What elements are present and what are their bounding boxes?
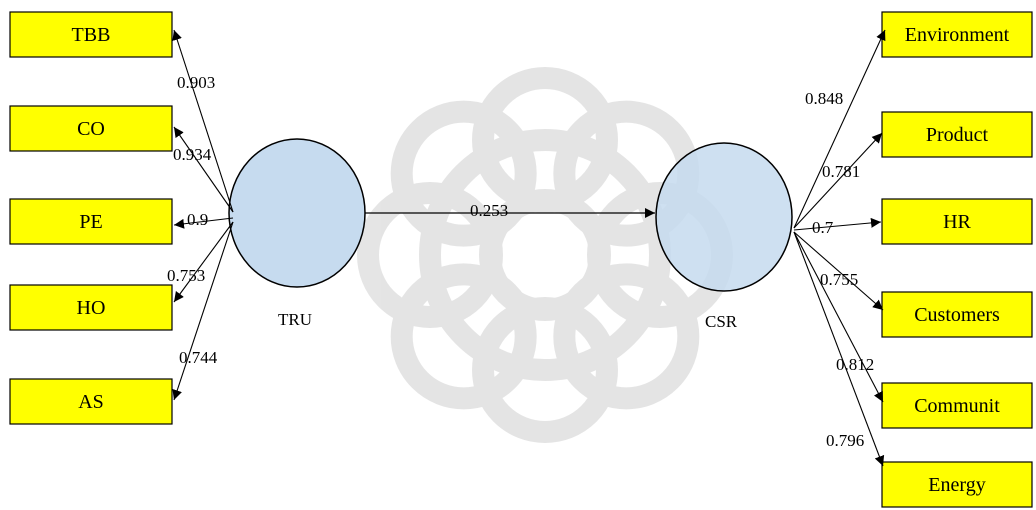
- tru-label: TRU: [278, 310, 312, 329]
- arrow-csr-environment: [793, 29, 886, 229]
- arrow-csr-hr: [793, 217, 882, 231]
- loading-environment: 0.848: [805, 89, 843, 108]
- indicator-energy: Energy: [881, 461, 1033, 508]
- watermark-petal: [390, 100, 537, 247]
- indicator-energy-label: Energy: [928, 474, 985, 496]
- arrow-csr-energy: [793, 231, 885, 467]
- watermark-petal: [390, 263, 537, 410]
- arrow-tru-pe: [173, 217, 234, 229]
- right-loading-arrows: [793, 29, 886, 467]
- indicator-as: AS: [9, 378, 173, 425]
- arrow-tru-tbb: [172, 29, 234, 213]
- indicator-co-label: CO: [77, 118, 105, 140]
- latent-node-tru: TRU: [228, 138, 366, 329]
- indicator-environment: Environment: [881, 11, 1033, 58]
- watermark-petal: [357, 182, 503, 328]
- loading-as: 0.744: [179, 348, 218, 367]
- csr-ellipse: [655, 142, 793, 292]
- loading-pe: 0.9: [187, 210, 208, 229]
- indicator-product-label: Product: [926, 124, 989, 146]
- loading-hr: 0.7: [812, 218, 834, 237]
- watermark-petal: [472, 67, 618, 213]
- loading-co: 0.934: [173, 145, 212, 164]
- indicator-customers: Customers: [881, 291, 1033, 338]
- arrow-csr-customers: [793, 231, 884, 311]
- loading-customers: 0.755: [820, 270, 858, 289]
- indicator-as-label: AS: [78, 391, 104, 413]
- indicator-pe-label: PE: [79, 211, 102, 233]
- indicator-communit-label: Communit: [914, 395, 1000, 417]
- loading-ho: 0.753: [167, 266, 205, 285]
- csr-label: CSR: [705, 312, 738, 331]
- latent-node-csr: CSR: [655, 142, 793, 331]
- watermark-petal: [472, 297, 618, 443]
- indicator-pe: PE: [9, 198, 173, 245]
- indicator-customers-label: Customers: [914, 304, 1000, 326]
- indicator-ho-label: HO: [77, 297, 106, 319]
- arrow-tru-co: [173, 126, 234, 213]
- left-loading-arrows: [172, 29, 234, 401]
- left-loading-labels: 0.903 0.934 0.9 0.753 0.744: [167, 73, 218, 367]
- loading-tbb: 0.903: [177, 73, 215, 92]
- indicator-tbb: TBB: [9, 11, 173, 58]
- indicator-hr: HR: [881, 198, 1033, 245]
- indicator-hr-label: HR: [943, 211, 971, 233]
- watermark-petal: [553, 263, 700, 410]
- arrow-tru-ho: [173, 221, 234, 303]
- indicator-product: Product: [881, 111, 1033, 158]
- arrow-csr-communit: [793, 231, 884, 403]
- right-indicators: Environment Product HR Customers Communi…: [881, 11, 1033, 508]
- tru-ellipse: [228, 138, 366, 288]
- arrow-tru-as: [172, 221, 234, 401]
- loading-product: 0.781: [822, 162, 860, 181]
- indicator-co: CO: [9, 105, 173, 152]
- indicator-ho: HO: [9, 284, 173, 331]
- path-coefficient-label: 0.253: [470, 201, 508, 220]
- loading-communit: 0.812: [836, 355, 874, 374]
- indicator-environment-label: Environment: [905, 24, 1010, 46]
- arrow-csr-product: [793, 132, 883, 229]
- left-indicators: TBB CO PE HO AS: [9, 11, 173, 425]
- right-loading-labels: 0.848 0.781 0.7 0.755 0.812 0.796: [805, 89, 874, 450]
- loading-energy: 0.796: [826, 431, 864, 450]
- indicator-tbb-label: TBB: [72, 24, 111, 46]
- indicator-communit: Communit: [881, 382, 1033, 429]
